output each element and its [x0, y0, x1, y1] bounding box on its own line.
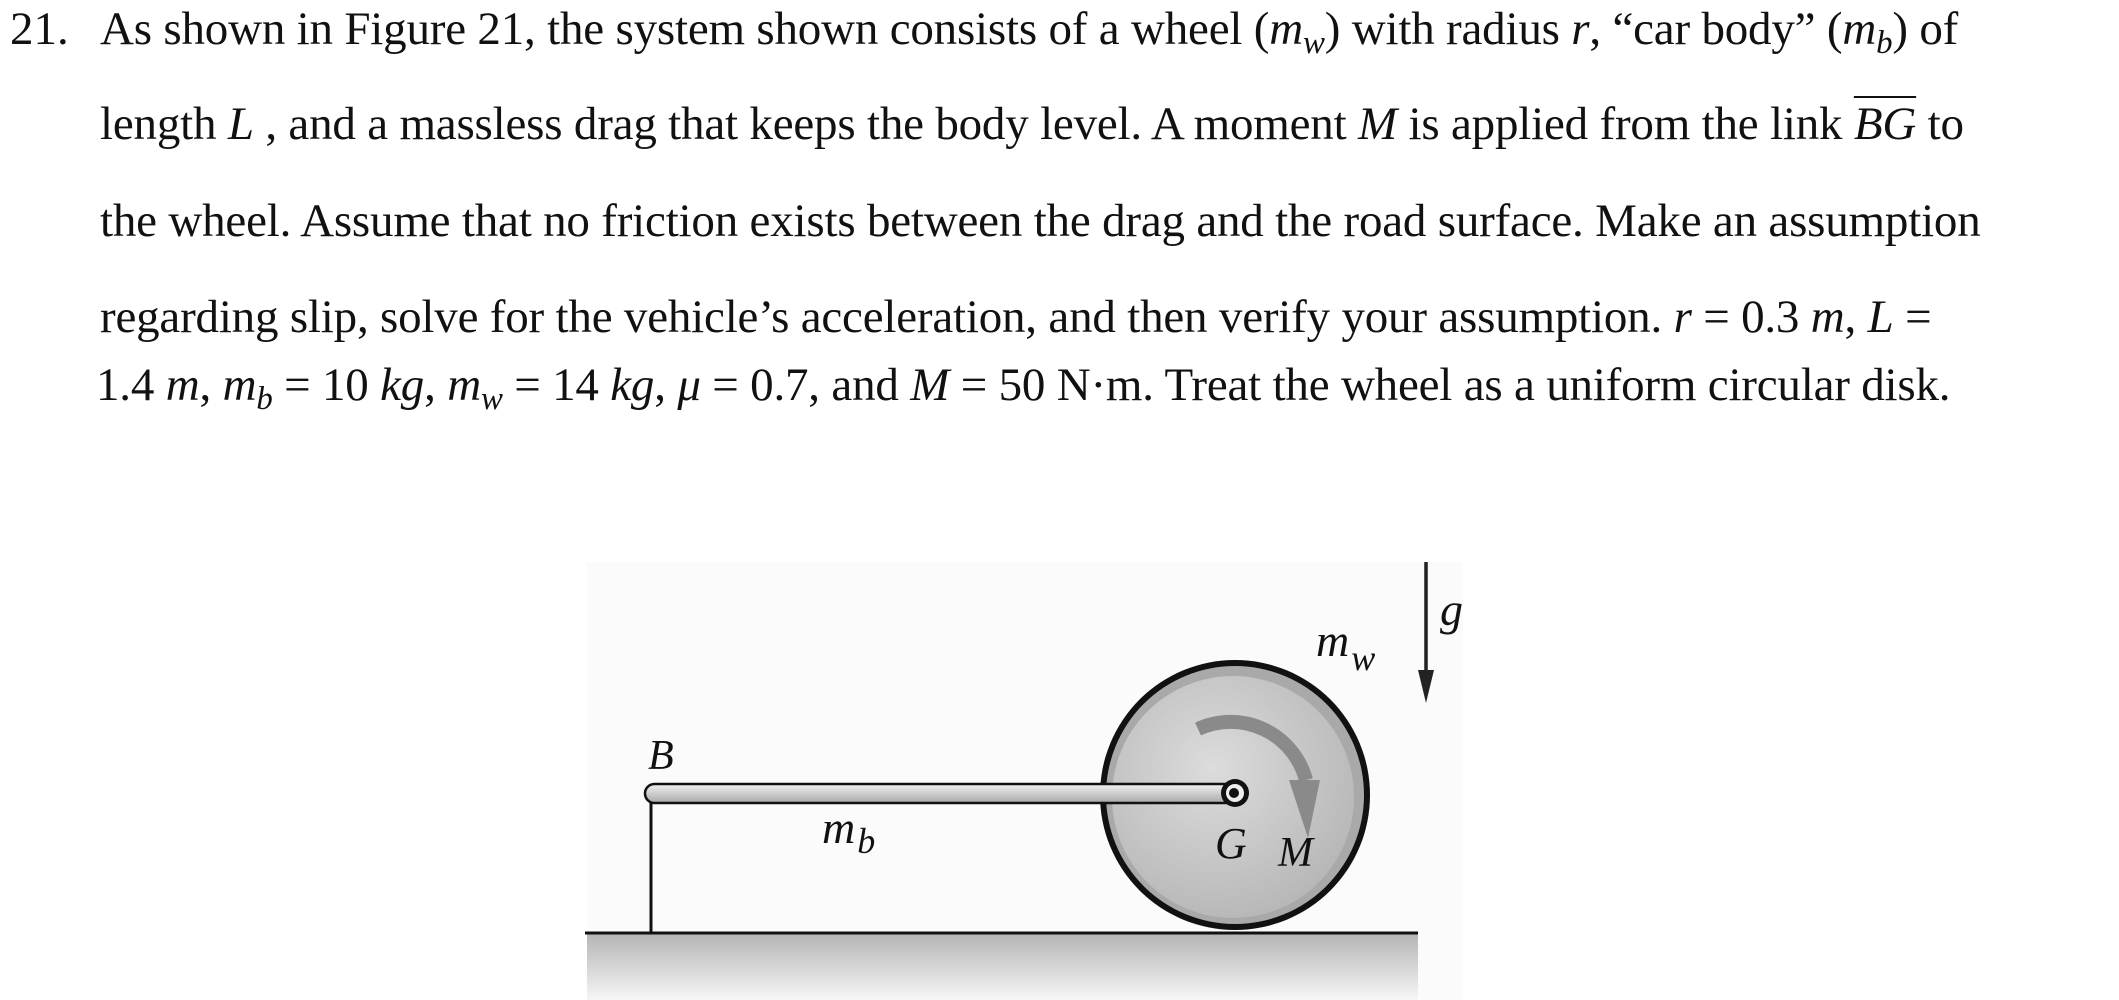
symbol-BG: BG: [1853, 98, 1917, 150]
text: to: [1916, 98, 1964, 150]
text: = 50 N·m. Treat the wheel as a uniform c…: [949, 359, 1951, 411]
symbol-mb: mb: [222, 359, 273, 418]
problem-line-5: 1.4 m, mb = 10 kg, mw = 14 kg, μ = 0.7, …: [96, 358, 1951, 418]
label-G: G: [1215, 819, 1247, 868]
text: , “car body” (: [1589, 3, 1843, 55]
text: = 0.7, and: [700, 359, 911, 411]
symbol-L: L: [227, 98, 254, 150]
symbol-mw: mw: [1269, 3, 1325, 62]
text: is applied from the link: [1396, 98, 1854, 150]
text: = 0.3: [1691, 291, 1811, 343]
symbol-r: r: [1673, 291, 1692, 343]
label-g: g: [1440, 584, 1463, 635]
symbol-M: M: [910, 359, 950, 411]
text: length: [100, 98, 228, 150]
unit-kg: kg: [380, 359, 425, 411]
label-mw: mw: [1316, 615, 1375, 678]
problem-line-4: regarding slip, solve for the vehicle’s …: [100, 290, 1932, 344]
text: 1.4: [96, 359, 166, 411]
label-B: B: [648, 733, 674, 779]
text: the wheel. Assume that no friction exist…: [100, 195, 1981, 247]
car-body-rod: [643, 782, 1242, 805]
label-mb: mb: [822, 802, 875, 861]
unit-m: m: [1810, 291, 1845, 343]
moment-arrow-icon: [1195, 714, 1320, 838]
label-M: M: [1277, 830, 1315, 876]
text: , and a massless drag that keeps the bod…: [253, 98, 1359, 150]
symbol-L: L: [1867, 291, 1894, 343]
text: =: [1893, 291, 1932, 343]
unit-kg: kg: [610, 359, 655, 411]
text: = 10: [272, 359, 381, 411]
problem-line-3: the wheel. Assume that no friction exist…: [100, 194, 1981, 248]
unit-m: m: [165, 359, 200, 411]
symbol-mb: mb: [1842, 3, 1893, 62]
problem-line-2: length L , and a massless drag that keep…: [100, 97, 1964, 151]
text: ) of: [1892, 3, 1959, 55]
text: ,: [654, 359, 678, 411]
text: As shown in Figure 21, the system shown …: [100, 3, 1270, 55]
pin-G: [1221, 779, 1249, 807]
text: ) with radius: [1324, 3, 1572, 55]
text: = 14: [502, 359, 611, 411]
text: regarding slip, solve for the vehicle’s …: [100, 291, 1674, 343]
problem-line-1: As shown in Figure 21, the system shown …: [100, 2, 1958, 62]
text: ,: [424, 359, 448, 411]
text: ,: [199, 359, 223, 411]
ground-surface: [587, 934, 1418, 1000]
symbol-r: r: [1571, 3, 1590, 55]
gravity-arrow-icon: [1418, 562, 1434, 703]
text: ,: [1844, 291, 1868, 343]
symbol-M: M: [1358, 98, 1397, 150]
symbol-mu: μ: [677, 359, 701, 411]
problem-number: 21.: [10, 3, 69, 55]
symbol-mw: mw: [447, 359, 503, 418]
